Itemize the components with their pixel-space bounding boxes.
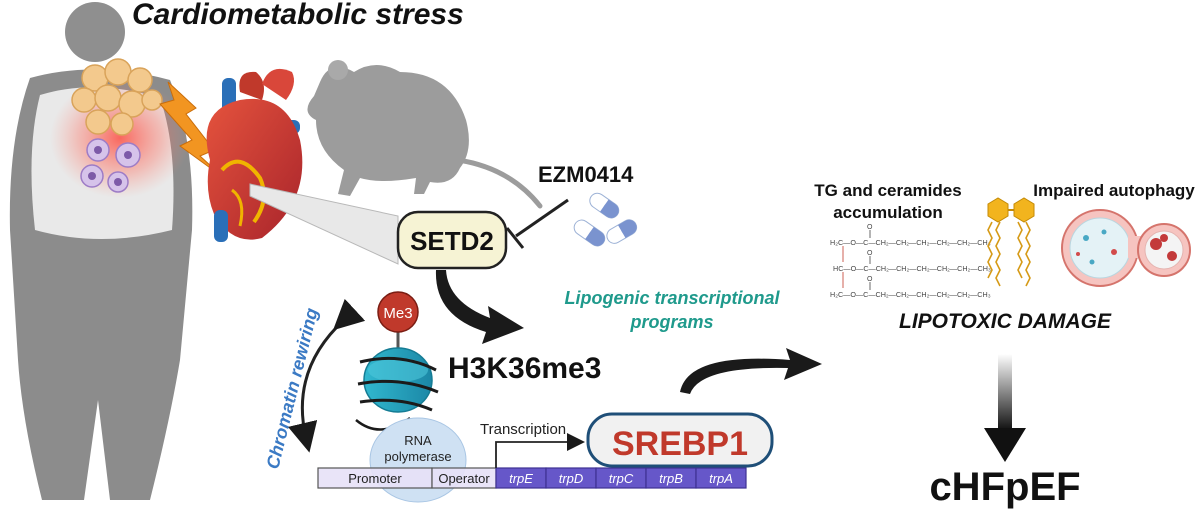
formula-row-1: H₂C—O—C—CH₂—CH₂—CH₂—CH₂—CH₂—CH₃	[830, 238, 991, 247]
chromatin-rewiring-label: Chromatin rewiring	[262, 306, 321, 471]
tg-label-line2: accumulation	[833, 203, 943, 222]
target-gene-label: SREBP1	[612, 425, 748, 463]
methyl-badge	[377, 291, 419, 333]
rnap-label-line1: RNA	[404, 433, 432, 448]
outcome-arrow-head	[984, 428, 1026, 462]
gene-label-trpa: trpA	[709, 471, 733, 486]
nucleosome-icon	[355, 330, 439, 431]
formula-row-2: HC—O—C—CH₂—CH₂—CH₂—CH₂—CH₂—CH₃	[833, 264, 991, 273]
adipocyte-cluster-icon	[71, 58, 163, 136]
programs-label-line1: Lipogenic transcriptional	[564, 288, 780, 308]
autophagy-label: Impaired autophagy	[1033, 181, 1195, 200]
transcription-arrow	[495, 433, 585, 468]
formula-carbonyl-3: O	[867, 276, 873, 283]
inhibition-bar	[505, 198, 569, 249]
operon-track	[317, 467, 747, 489]
drug-label: EZM0414	[538, 162, 634, 187]
pill-capsules-icon	[573, 192, 638, 247]
promoter-label: Promoter	[348, 471, 402, 486]
methyl-label: Me3	[383, 305, 412, 322]
lipotoxic-damage-label: LIPOTOXIC DAMAGE	[899, 310, 1112, 333]
rnap-label-line2: polymerase	[384, 449, 451, 464]
programs-swoosh-arrow	[680, 348, 822, 394]
outcome-label: cHFpEF	[929, 465, 1080, 509]
formula-row-3: H₂C—O—C—CH₂—CH₂—CH₂—CH₂—CH₂—CH₃	[830, 290, 991, 299]
mouse-silhouette-icon	[307, 60, 543, 209]
srebp1-box	[586, 412, 774, 468]
outcome-arrow-shaft	[998, 354, 1012, 430]
formula-carbonyl-1: O	[867, 224, 873, 231]
transcription-label: Transcription	[480, 421, 566, 438]
rewiring-double-arrow	[287, 298, 366, 453]
histone-mark-label: H3K36me3	[448, 352, 601, 385]
heart-icon	[206, 68, 303, 242]
setd2-to-mark-arrow	[435, 270, 524, 344]
gene-label-trpc: trpC	[609, 471, 634, 486]
setd2-box	[396, 210, 508, 270]
enzyme-label: SETD2	[410, 226, 494, 256]
gene-label-trpb: trpB	[659, 471, 683, 486]
immune-cells-icon	[80, 138, 141, 193]
operator-label: Operator	[438, 471, 490, 486]
gene-label-trpe: trpE	[509, 471, 533, 486]
programs-label-line2: programs	[629, 312, 713, 332]
zoom-cone	[249, 183, 399, 265]
tg-label-line1: TG and ceramides	[814, 181, 961, 200]
figure-title: Cardiometabolic stress	[132, 0, 464, 31]
autophagy-cell-icon	[1061, 209, 1191, 287]
formula-carbonyl-2: O	[867, 250, 873, 257]
ceramide-lipid-icon	[987, 197, 1035, 287]
gene-label-trpd: trpD	[559, 471, 584, 486]
triglyceride-formula	[842, 230, 871, 290]
